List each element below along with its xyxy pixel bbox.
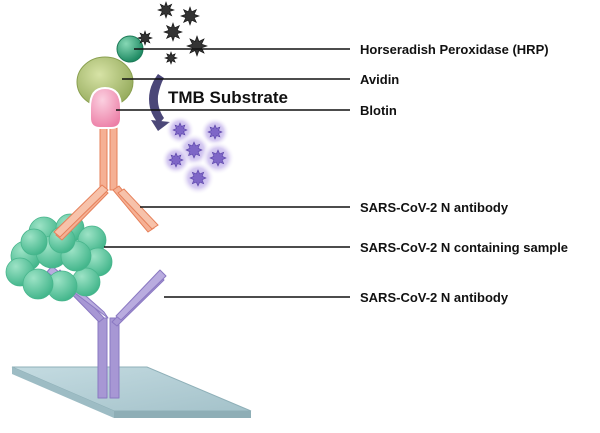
substrate-particle xyxy=(137,30,153,46)
label-avidin: Avidin xyxy=(360,72,399,87)
tmb-substrate-particles xyxy=(137,1,208,65)
label-biotin: Blotin xyxy=(360,103,397,118)
product-particle xyxy=(161,145,191,175)
label-sample: SARS-CoV-2 N containing sample xyxy=(360,240,568,255)
detection-antibody xyxy=(53,127,159,241)
label-detection-antibody: SARS-CoV-2 N antibody xyxy=(360,200,509,215)
leader-lines xyxy=(104,48,350,298)
substrate-particle xyxy=(164,51,178,65)
substrate-particle xyxy=(186,35,208,57)
biotin-molecule xyxy=(89,86,122,129)
reaction-arrow xyxy=(149,74,170,131)
substrate-particle xyxy=(163,22,183,42)
substrate-particle xyxy=(157,1,175,19)
product-particle xyxy=(200,117,230,147)
label-hrp: Horseradish Peroxidase (HRP) xyxy=(360,42,549,57)
substrate-particle xyxy=(180,6,200,26)
microplate-surface xyxy=(11,366,252,418)
product-particle xyxy=(181,161,215,195)
tmb-substrate-label: TMB Substrate xyxy=(168,88,288,107)
oxidized-product-particles xyxy=(161,115,235,195)
label-capture-antibody: SARS-CoV-2 N antibody xyxy=(360,290,509,305)
